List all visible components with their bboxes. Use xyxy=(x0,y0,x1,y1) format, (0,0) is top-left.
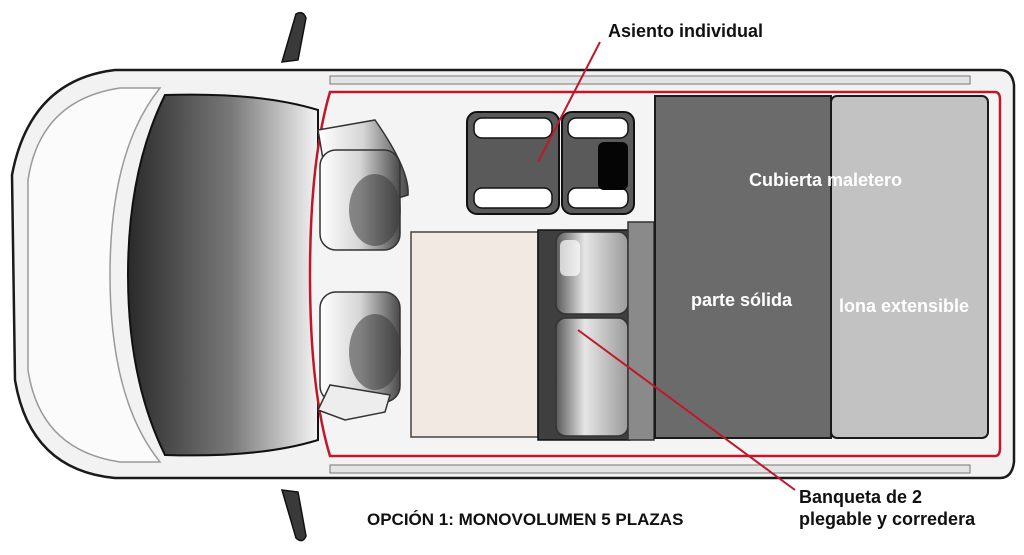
extensible-canvas-label: lona extensible xyxy=(839,296,970,316)
bench-label-line2: plegable y corredera xyxy=(799,509,976,529)
right-mirror xyxy=(280,489,307,542)
bench-label-line1: Banqueta de 2 xyxy=(799,487,923,507)
leader-single-seat xyxy=(537,41,601,163)
hood xyxy=(27,87,162,463)
driver-seat xyxy=(317,119,409,251)
leader-bench xyxy=(577,329,796,491)
top-trim xyxy=(329,75,971,85)
extensible-canvas-panel xyxy=(830,95,989,439)
trunk-cover-label: Cubierta maletero xyxy=(749,170,903,190)
left-mirror xyxy=(280,11,307,63)
solid-part-label: parte sólida xyxy=(691,290,793,310)
passenger-seat xyxy=(316,291,401,421)
bench-seat xyxy=(537,221,655,441)
windshield xyxy=(126,93,319,457)
single-seat xyxy=(466,111,635,215)
solid-part-panel xyxy=(654,95,832,439)
bottom-trim xyxy=(329,464,971,474)
caption: OPCIÓN 1: MONOVOLUMEN 5 PLAZAS xyxy=(367,510,684,529)
table xyxy=(410,231,539,438)
single-seat-label: Asiento individual xyxy=(608,21,764,41)
